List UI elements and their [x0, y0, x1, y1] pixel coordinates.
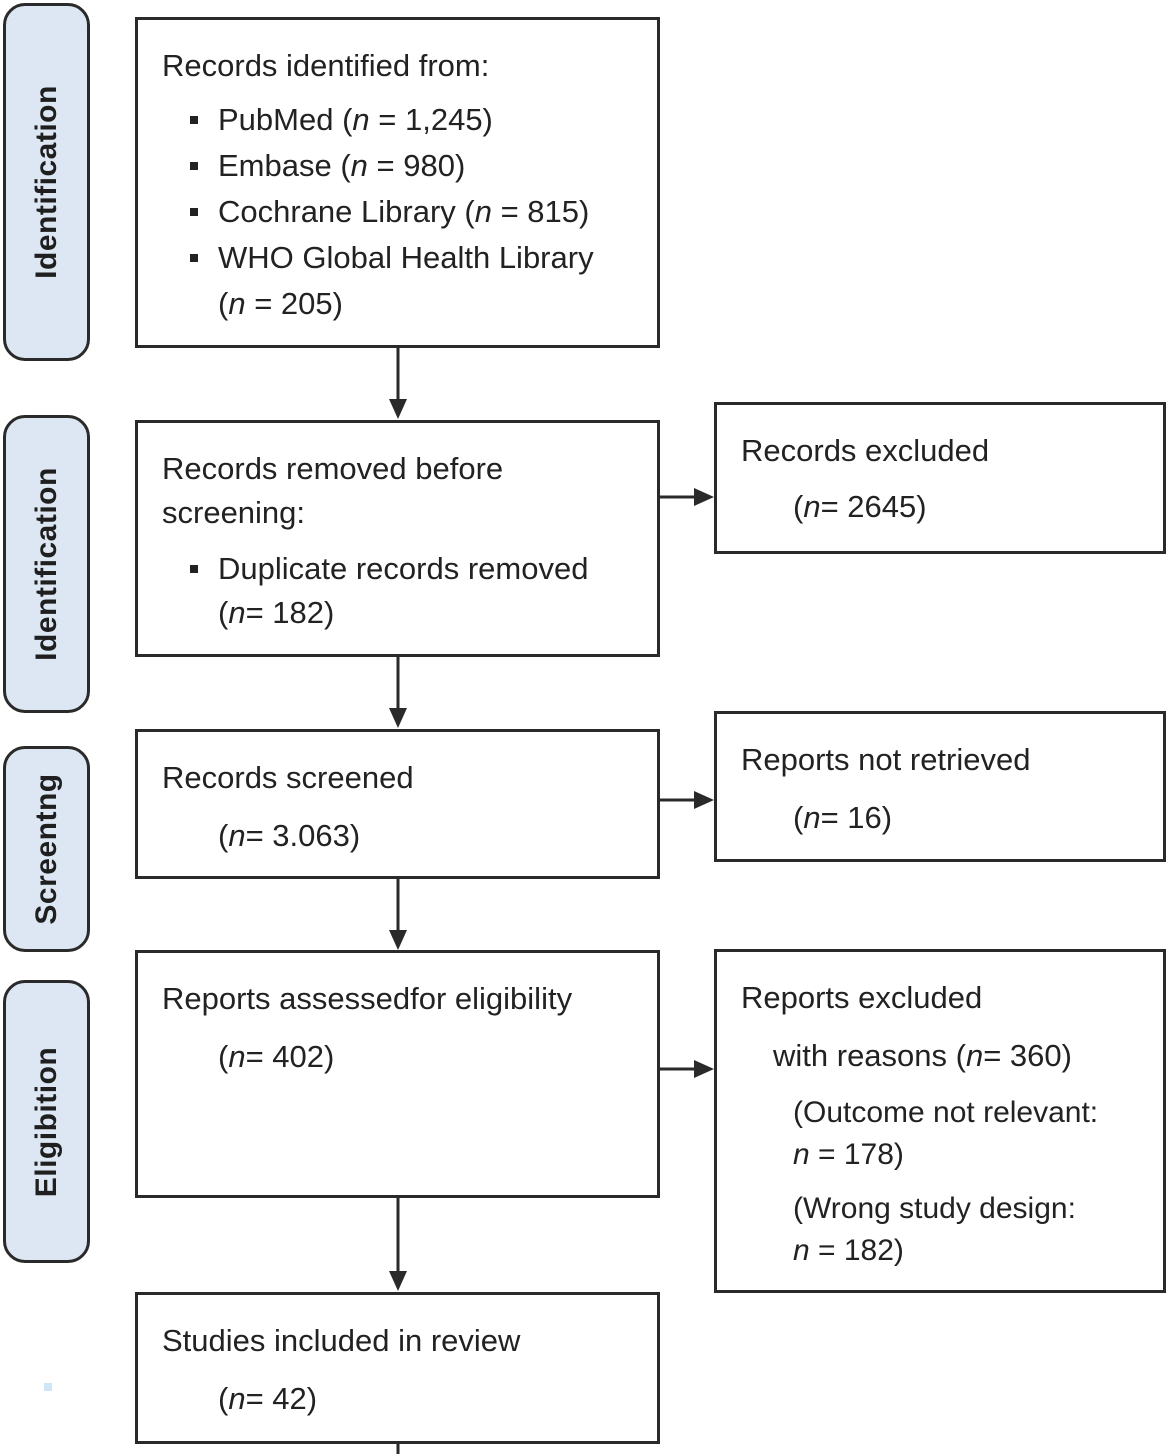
assessed-count: (n= 402) [218, 1039, 335, 1074]
excluded-reasons-total: with reasons (n= 360) [773, 1038, 1072, 1073]
reason-design-count: n = 182) [793, 1234, 904, 1267]
source-embase: Embase (n = 980) [218, 148, 466, 183]
stage-identification-2: Identification [3, 415, 90, 713]
stray-mark [44, 1383, 52, 1391]
box-title: Studies included in review [162, 1323, 521, 1358]
box-reports-assessed: Reports assessedfor eligibility (n= 402) [135, 950, 660, 1198]
source-who-count: (n = 205) [218, 286, 343, 321]
box-records-removed: Records removed before screening: Duplic… [135, 420, 660, 657]
reason-outcome-label: (Outcome not relevant: [793, 1096, 1099, 1129]
box-records-screened: Records screened (n= 3.063) [135, 729, 660, 879]
box-title: Reports assessedfor eligibility [162, 981, 573, 1016]
box-records-identified: Records identified from: PubMed (n = 1,2… [135, 17, 660, 348]
box-reports-excluded: Reports excluded with reasons (n= 360) (… [714, 949, 1166, 1293]
screened-count: (n= 3.063) [218, 818, 361, 853]
excluded-count: (n= 2645) [793, 489, 927, 524]
bullet [190, 565, 198, 573]
reason-outcome-count: n = 178) [793, 1138, 904, 1171]
stage-eligibility: Eligibition [3, 980, 90, 1263]
duplicates-label: Duplicate records removed [218, 551, 589, 586]
box-title: Records removed before [162, 451, 504, 486]
box-title: Records excluded [741, 433, 990, 468]
bullet [190, 162, 198, 170]
bullet [190, 254, 198, 262]
box-title: Reports excluded [741, 980, 983, 1015]
box-reports-not-retrieved: Reports not retrieved (n= 16) [714, 711, 1166, 862]
box-title: Reports not retrieved [741, 742, 1031, 777]
stage-identification-1: Identification [3, 3, 90, 361]
source-cochrane: Cochrane Library (n = 815) [218, 194, 590, 229]
reason-design-label: (Wrong study design: [793, 1192, 1076, 1225]
source-pubmed: PubMed (n = 1,245) [218, 102, 493, 137]
source-who: WHO Global Health Library [218, 240, 594, 275]
box-records-excluded: Records excluded (n= 2645) [714, 402, 1166, 554]
bullet [190, 116, 198, 124]
included-count: (n= 42) [218, 1381, 318, 1416]
not-retrieved-count: (n= 16) [793, 800, 893, 835]
box-title: Records identified from: [162, 48, 490, 83]
box-title: Records screened [162, 760, 414, 795]
stage-screening: Screentng [3, 746, 90, 952]
duplicates-count: (n= 182) [218, 595, 335, 630]
box-studies-included: Studies included in review (n= 42) [135, 1292, 660, 1444]
box-title-cont: screening: [162, 495, 306, 530]
bullet [190, 208, 198, 216]
